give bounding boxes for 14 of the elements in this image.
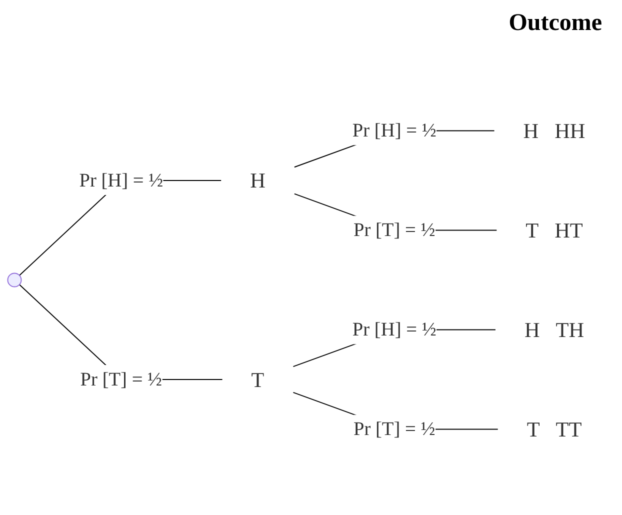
- node-text: H TH: [524, 318, 584, 342]
- node-text: H HH: [523, 118, 586, 143]
- edge-label: Pr [H] = ½: [352, 319, 436, 340]
- node-text: T HT: [526, 218, 583, 242]
- node-circle: [7, 272, 22, 288]
- edge-label: Pr [H] = ½: [79, 170, 164, 192]
- column-heading: Outcome: [508, 10, 602, 37]
- edge-label: Pr [T] = ½: [353, 418, 436, 440]
- node-text: T TT: [526, 417, 582, 442]
- node-text: H: [250, 168, 266, 193]
- node-text: T: [251, 367, 264, 392]
- edge-label: Pr [T] = ½: [80, 368, 162, 390]
- edge-label: Pr [T] = ½: [353, 220, 436, 241]
- edge-label: Pr [H] = ½: [352, 120, 436, 142]
